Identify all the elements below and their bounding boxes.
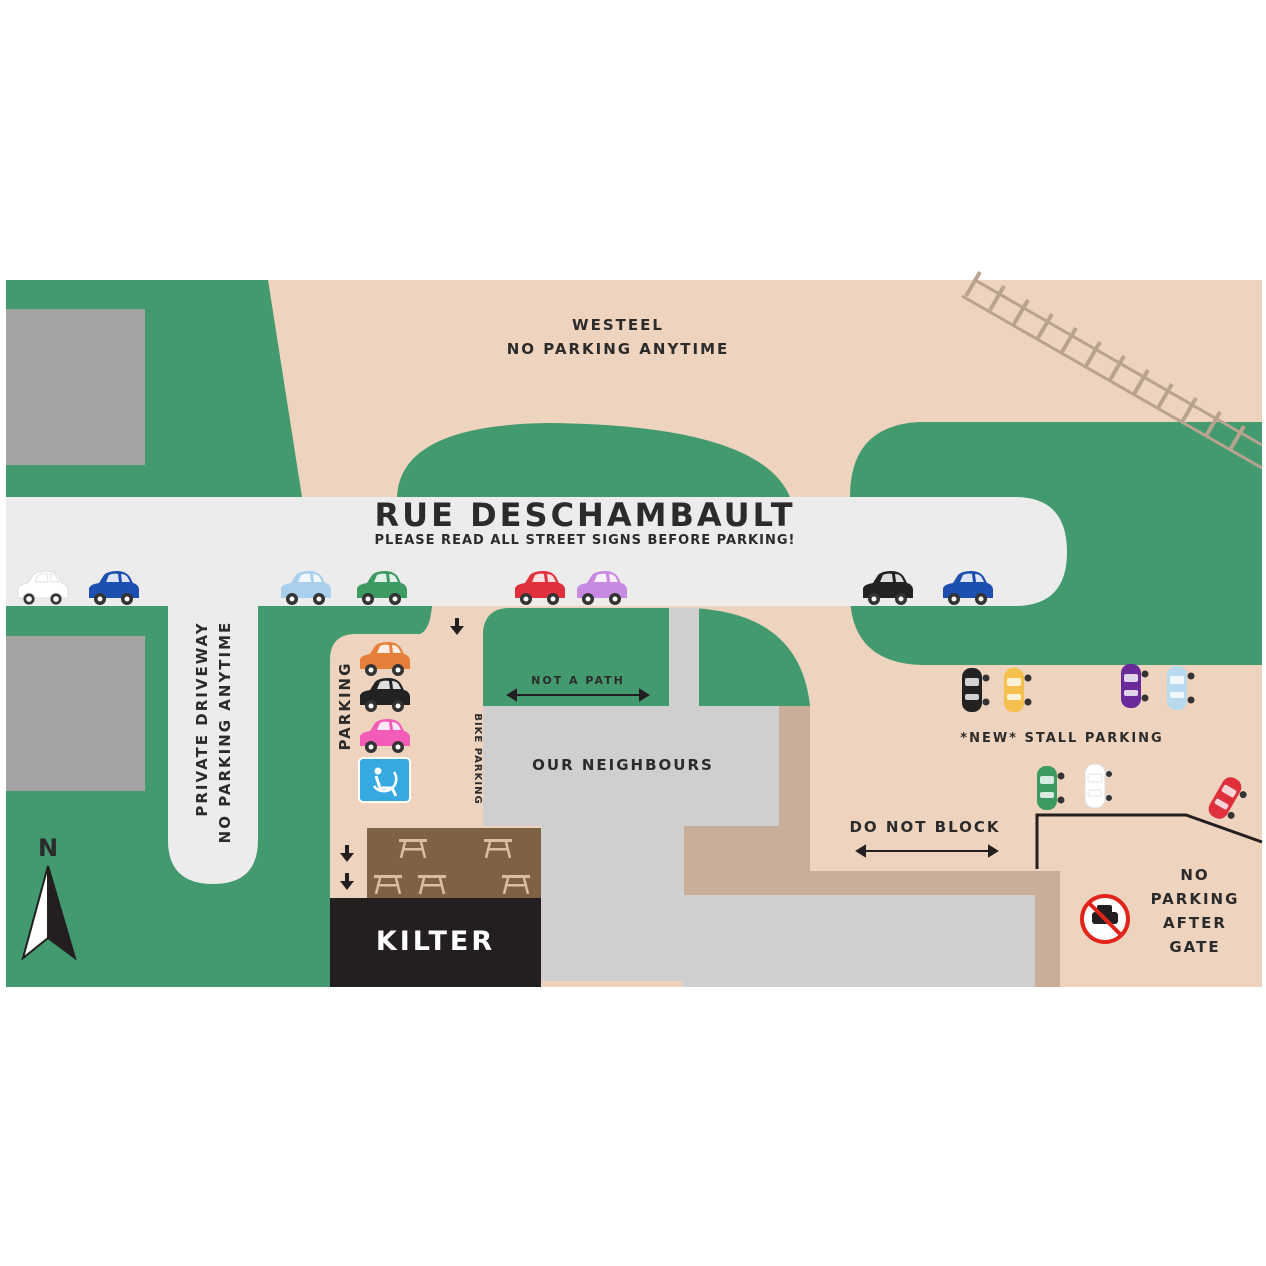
neighbour-building bbox=[483, 706, 779, 826]
street-name-label: RUE DESCHAMBAULT bbox=[374, 496, 796, 534]
gate-line-4: GATE bbox=[1169, 938, 1221, 956]
parking-label: PARKING bbox=[336, 661, 354, 751]
kilter-building bbox=[330, 898, 541, 987]
do-not-block-label: DO NOT BLOCK bbox=[849, 818, 1001, 836]
gate-line bbox=[1035, 813, 1263, 869]
westeel-no-parking-label: NO PARKING ANYTIME bbox=[506, 340, 730, 358]
gate-line-3: AFTER bbox=[1163, 914, 1227, 932]
grey-lot-south bbox=[684, 895, 1035, 987]
railway-tracks bbox=[961, 270, 1263, 470]
gate-line-1: NO bbox=[1180, 866, 1210, 884]
private-driveway-road bbox=[168, 600, 258, 884]
building-northwest bbox=[6, 309, 145, 465]
accessible-parking-icon bbox=[358, 757, 411, 803]
down-arrow-icon bbox=[450, 618, 464, 635]
neighbours-label: OUR NEIGHBOURS bbox=[532, 756, 714, 774]
down-arrow-icon bbox=[340, 873, 354, 890]
north-label: N bbox=[37, 834, 59, 862]
neighbour-lot-south bbox=[541, 826, 684, 981]
rue-deschambault-road bbox=[6, 497, 1067, 606]
grass-neighbours bbox=[483, 608, 810, 706]
down-arrow-icon bbox=[340, 845, 354, 862]
not-a-path-label: NOT A PATH bbox=[531, 674, 625, 687]
private-driveway-label: PRIVATE DRIVEWAY bbox=[193, 621, 211, 817]
grass-median bbox=[330, 606, 432, 660]
map-area bbox=[6, 270, 1263, 987]
no-parking-icon bbox=[1080, 894, 1130, 944]
not-a-path-arrow bbox=[506, 688, 650, 702]
grass-mound bbox=[397, 423, 790, 497]
lot-cars bbox=[360, 642, 410, 753]
westeel-label: WESTEEL bbox=[572, 316, 664, 334]
stall-parking-label: *NEW* STALL PARKING bbox=[960, 731, 1164, 746]
street-notice-label: PLEASE READ ALL STREET SIGNS BEFORE PARK… bbox=[374, 533, 796, 548]
do-not-block-arrow bbox=[855, 844, 999, 858]
gate-line-2: PARKING bbox=[1150, 890, 1240, 908]
kilter-label: KILTER bbox=[375, 926, 496, 957]
building-southwest bbox=[6, 636, 145, 791]
neighbour-driveway bbox=[669, 608, 699, 708]
patio bbox=[367, 828, 541, 898]
driveway-no-parking-label: NO PARKING ANYTIME bbox=[216, 620, 234, 844]
tan-path bbox=[684, 706, 1060, 987]
bike-parking-label: BIKE PARKING bbox=[472, 713, 483, 805]
north-arrow-icon bbox=[21, 865, 77, 961]
